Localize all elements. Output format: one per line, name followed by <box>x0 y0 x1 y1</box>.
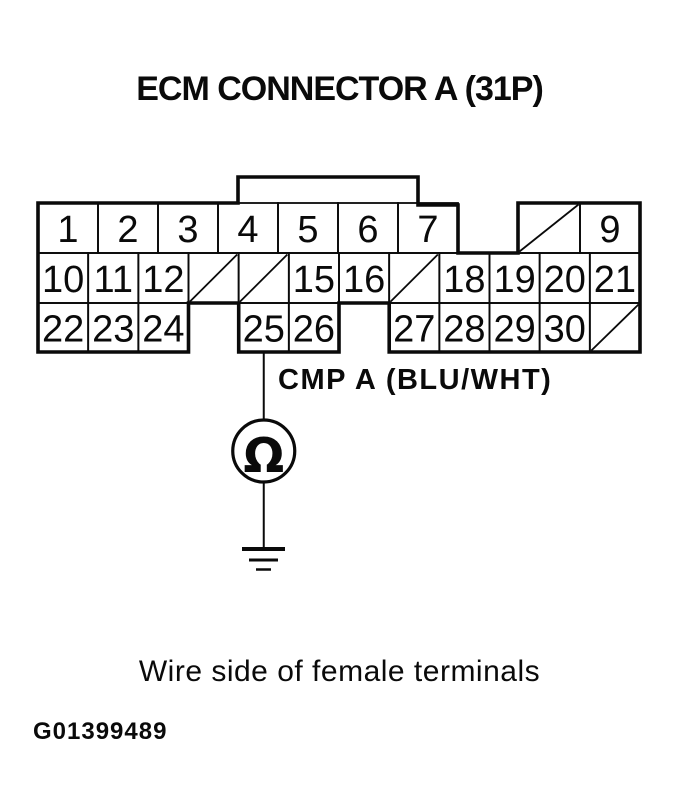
pin-cell-10: 10 <box>37 252 90 304</box>
pin-cell-24: 24 <box>137 302 190 353</box>
pin-cell-28: 28 <box>438 302 491 353</box>
no-pin-slash-icon <box>239 253 288 303</box>
pin-cell-11: 11 <box>87 252 140 304</box>
svg-text:1: 1 <box>57 209 78 251</box>
ohm-icon: Ω <box>243 428 284 484</box>
no-pin-slash-icon <box>189 253 238 303</box>
pin-cell-23: 23 <box>87 302 140 353</box>
svg-text:22: 22 <box>42 309 84 351</box>
pin-cell-27: 27 <box>388 302 441 353</box>
svg-text:18: 18 <box>443 259 485 301</box>
svg-text:10: 10 <box>42 259 84 301</box>
diagram-title: ECM CONNECTOR A (31P) <box>136 70 544 108</box>
pin-cell-19: 19 <box>488 252 541 304</box>
pin-cell-29: 29 <box>488 302 541 353</box>
pin-cell-1: 1 <box>37 202 99 254</box>
blocked-cell <box>237 252 290 304</box>
pin-cell-18: 18 <box>438 252 491 304</box>
pin-cell-6: 6 <box>337 202 399 254</box>
wire-label: CMP A (BLU/WHT) <box>278 364 553 396</box>
svg-text:2: 2 <box>117 209 138 251</box>
pin-cell-7: 7 <box>397 202 459 254</box>
pin-cell-21: 21 <box>588 252 641 304</box>
connector-outline <box>36 175 642 354</box>
figure-id: G01399489 <box>33 718 168 745</box>
svg-text:26: 26 <box>293 309 335 351</box>
svg-text:11: 11 <box>94 259 133 301</box>
pin-cell-20: 20 <box>538 252 591 304</box>
pin-cell-9: 9 <box>579 202 641 254</box>
caption: Wire side of female terminals <box>138 655 541 688</box>
pin-cell-25: 25 <box>237 302 290 353</box>
pin-cell-2: 2 <box>97 202 159 254</box>
pin-cell-16: 16 <box>338 252 391 304</box>
no-pin-slash-icon <box>518 203 580 253</box>
svg-text:25: 25 <box>243 309 285 351</box>
pin-cell-4: 4 <box>217 202 279 254</box>
pin-cell-26: 26 <box>287 302 340 353</box>
pin-cell-3: 3 <box>157 202 219 254</box>
svg-text:12: 12 <box>142 259 184 301</box>
svg-text:16: 16 <box>343 259 385 301</box>
svg-text:15: 15 <box>293 259 335 301</box>
blocked-cell <box>388 252 441 304</box>
svg-text:28: 28 <box>443 309 485 351</box>
svg-text:21: 21 <box>594 259 636 301</box>
svg-text:20: 20 <box>544 259 586 301</box>
blocked-cell <box>588 302 641 353</box>
blocked-cell <box>187 252 240 304</box>
no-pin-slash-icon <box>390 253 439 303</box>
svg-text:7: 7 <box>417 209 438 251</box>
svg-text:4: 4 <box>237 209 258 251</box>
svg-text:6: 6 <box>357 209 378 251</box>
svg-text:9: 9 <box>599 209 620 251</box>
svg-text:24: 24 <box>142 309 184 351</box>
blocked-cell <box>517 202 581 254</box>
pin-cell-15: 15 <box>287 252 340 304</box>
svg-text:5: 5 <box>297 209 318 251</box>
svg-text:30: 30 <box>544 309 586 351</box>
no-pin-slash-icon <box>590 303 640 352</box>
svg-text:29: 29 <box>493 309 535 351</box>
svg-text:19: 19 <box>493 259 535 301</box>
pin-cell-5: 5 <box>277 202 339 254</box>
svg-text:3: 3 <box>177 209 198 251</box>
ohmmeter-symbol: Ω <box>231 418 297 484</box>
svg-text:27: 27 <box>393 309 435 351</box>
pin-cell-22: 22 <box>37 302 90 353</box>
ground-symbol <box>242 547 285 571</box>
pin-cell-30: 30 <box>538 302 591 353</box>
svg-text:23: 23 <box>92 309 134 351</box>
pin-cell-12: 12 <box>137 252 190 304</box>
